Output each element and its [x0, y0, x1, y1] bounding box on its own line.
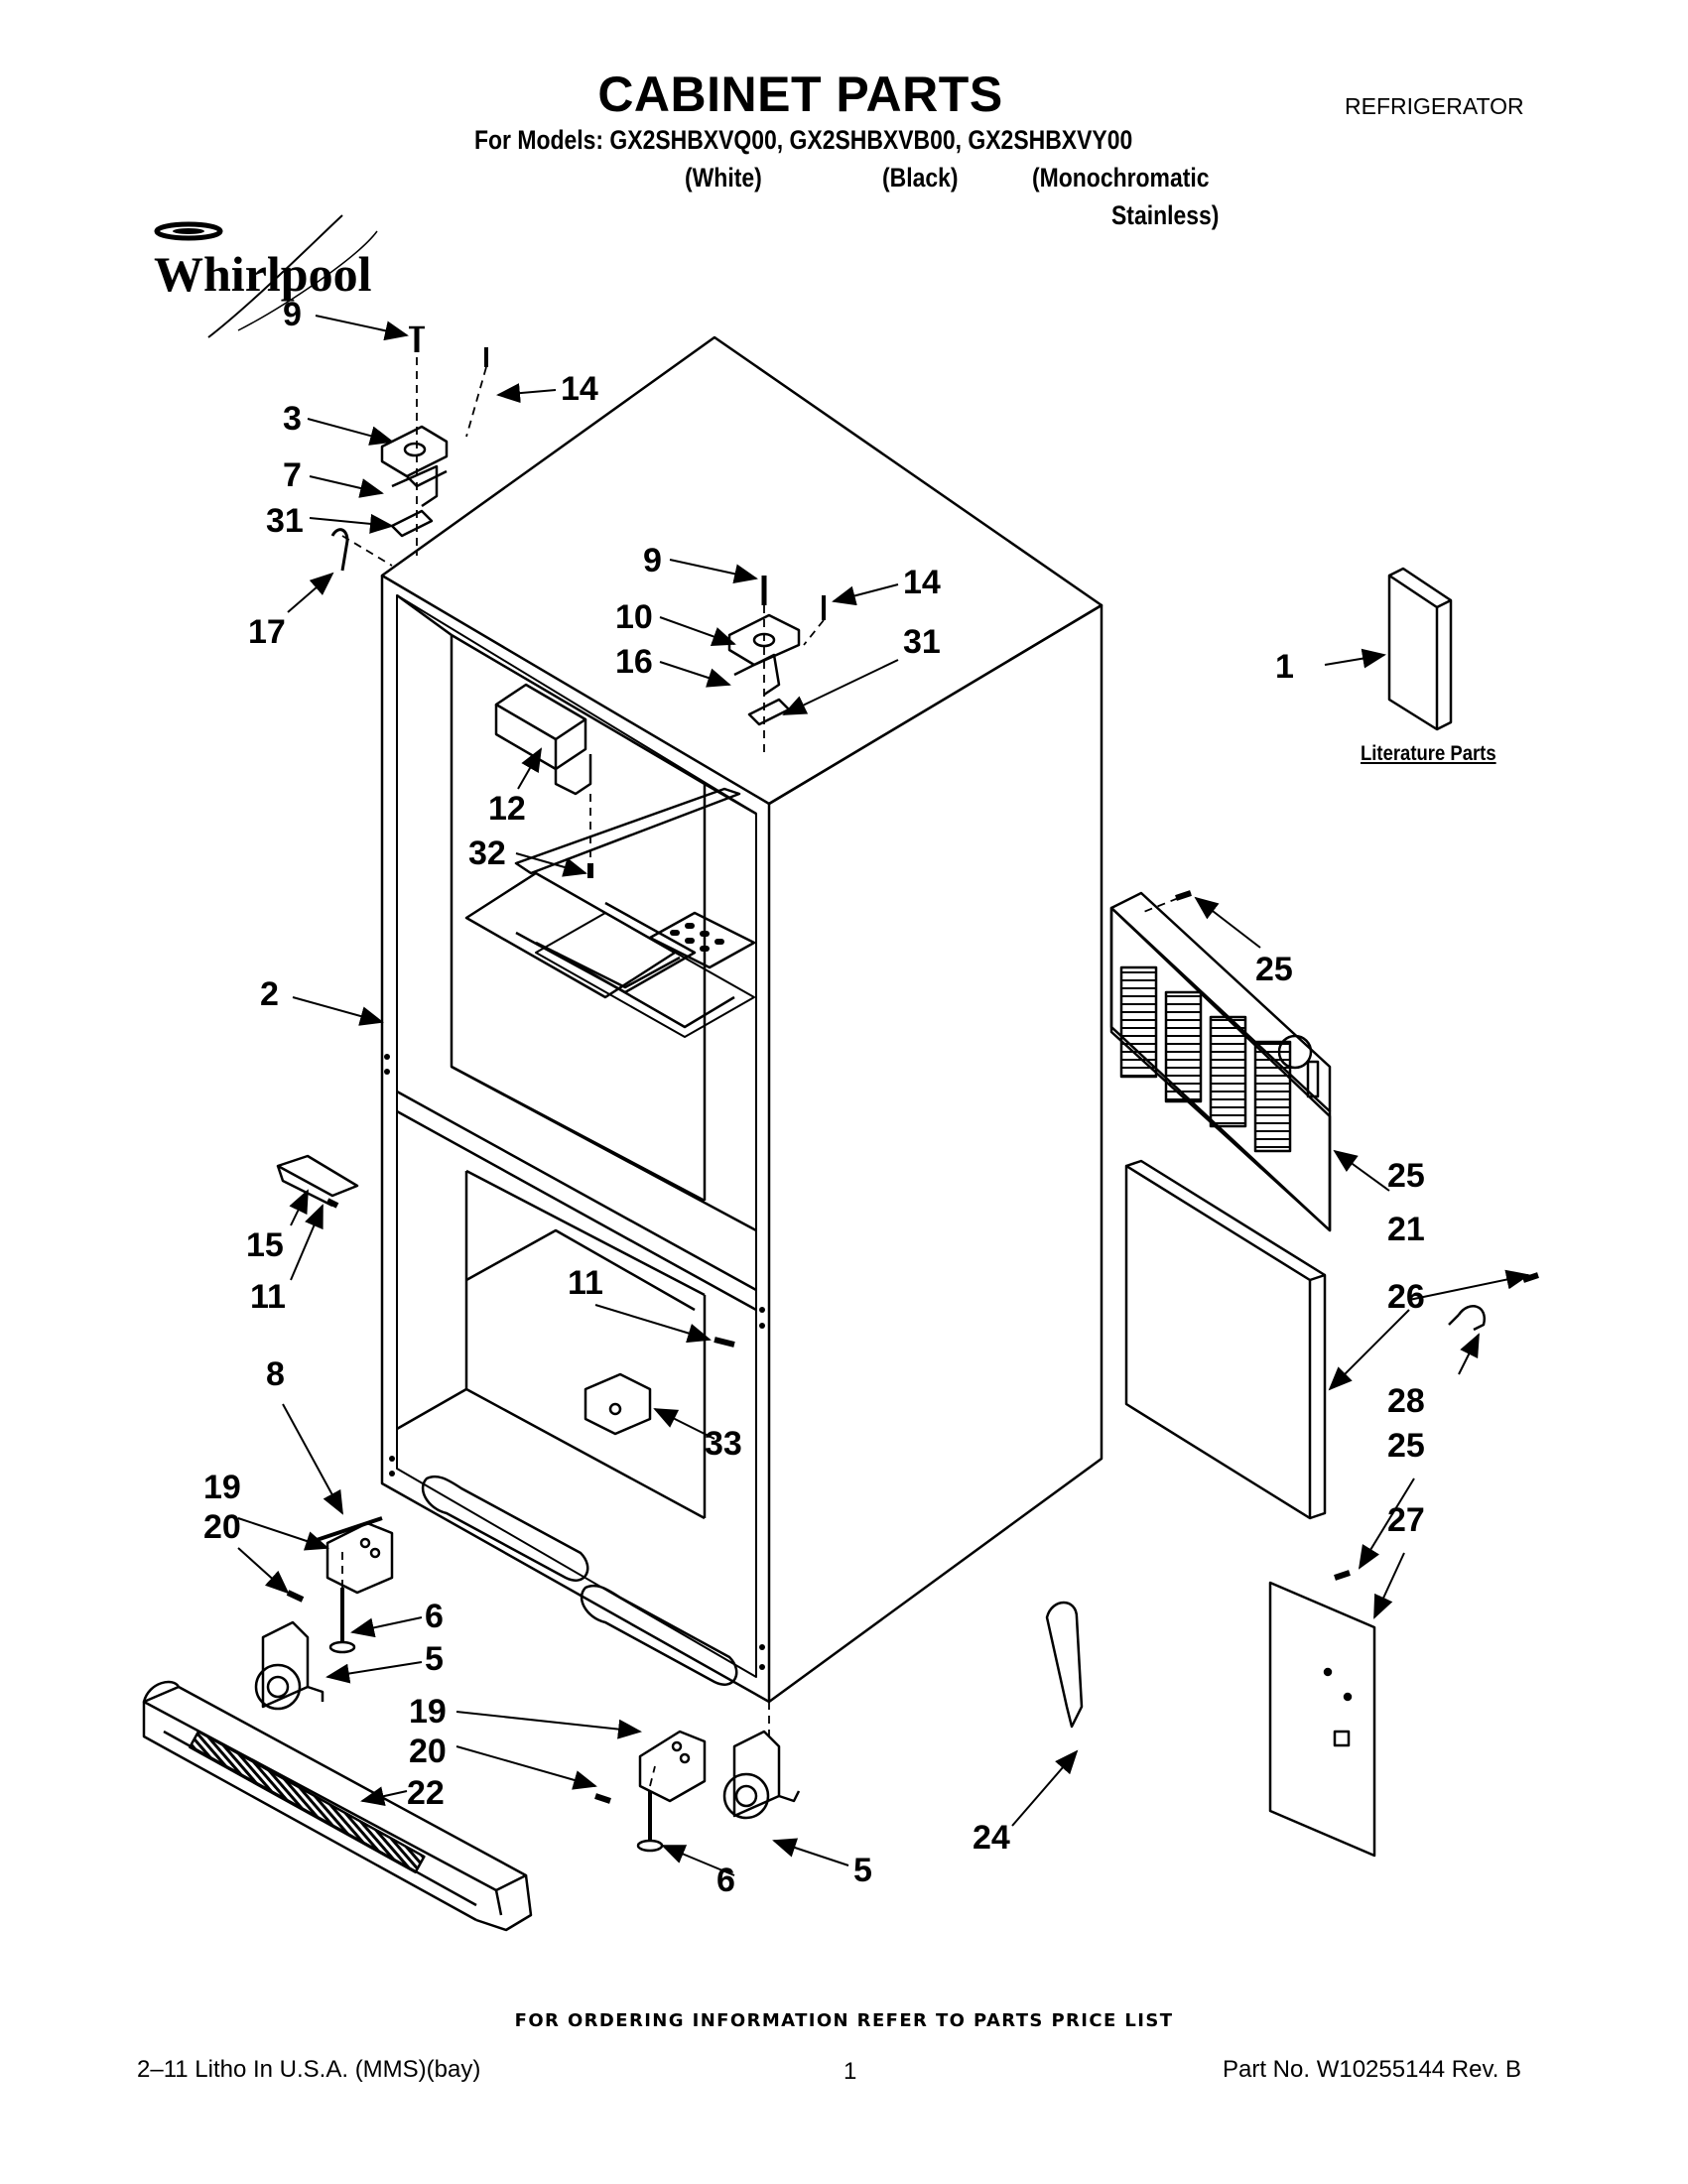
part-5-roller-left [254, 1620, 325, 1711]
callout-24: 24 [973, 1819, 1010, 1857]
callout-27: 27 [1387, 1501, 1425, 1539]
part-5-roller-right [722, 1730, 801, 1820]
part-1-literature [1387, 567, 1453, 731]
callout-3: 3 [283, 400, 302, 438]
top-hinge-left [380, 325, 488, 538]
callout-12: 12 [488, 790, 526, 828]
callout-9: 9 [283, 296, 302, 333]
callout-15: 15 [246, 1226, 284, 1264]
callout-5: 5 [425, 1640, 444, 1678]
callout-6: 6 [425, 1598, 444, 1635]
part-28-clamp [1448, 1305, 1487, 1332]
callout-11: 11 [568, 1264, 603, 1302]
part-24-wire [1045, 1601, 1084, 1729]
callout-25: 25 [1387, 1427, 1425, 1465]
callout-21: 21 [1387, 1211, 1425, 1248]
part-12-bracket [494, 683, 593, 878]
part-33-bracket [584, 1372, 652, 1436]
callout-33: 33 [705, 1425, 742, 1463]
callout-31: 31 [903, 623, 941, 661]
callout-20: 20 [409, 1733, 447, 1770]
callout-7: 7 [283, 456, 302, 494]
part-17 [330, 528, 349, 572]
callout-20: 20 [203, 1508, 241, 1546]
callout-17: 17 [248, 613, 286, 651]
callout-9: 9 [643, 542, 662, 579]
callout-11: 11 [250, 1278, 286, 1316]
product-category: REFRIGERATOR [1345, 93, 1524, 119]
logo-wordmark: Whirlpool [154, 246, 372, 302]
callout-14: 14 [561, 370, 598, 408]
callout-25: 25 [1387, 1157, 1425, 1195]
part-19-bracket-right [638, 1730, 707, 1803]
litho-info: 2–11 Litho In U.S.A. (MMS)(bay) [137, 2056, 481, 2083]
callout-19: 19 [203, 1469, 241, 1506]
variant-stainless: Stainless) [1111, 200, 1220, 230]
callout-5: 5 [853, 1852, 872, 1889]
variant-monochromatic: (Monochromatic [1032, 163, 1210, 193]
refrigerator-cabinet [380, 335, 1104, 1704]
ordering-note: FOR ORDERING INFORMATION REFER TO PARTS … [514, 2010, 1174, 2031]
part-27-cover-plate [1268, 1581, 1376, 1858]
part-21-access-panel [1109, 891, 1332, 1232]
callout-32: 32 [468, 835, 506, 872]
callout-8: 8 [266, 1355, 285, 1393]
part-number: Part No. W10255144 Rev. B [1223, 2056, 1522, 2083]
variant-black: (Black) [882, 163, 959, 193]
page-title: CABINET PARTS [597, 66, 1003, 122]
models-line: For Models: GX2SHBXVQ00, GX2SHBXVB00, GX… [474, 125, 1133, 155]
callout-31: 31 [266, 502, 304, 540]
part-22-toe-grille [142, 1680, 533, 1932]
callout-6: 6 [716, 1862, 735, 1899]
whirlpool-logo: Whirlpool [154, 214, 378, 338]
page-number: 1 [844, 2058, 857, 2085]
callout-26: 26 [1387, 1278, 1425, 1316]
callout-16: 16 [615, 643, 653, 681]
callout-19: 19 [409, 1693, 447, 1731]
part-26-rear-panel [1124, 1159, 1327, 1520]
literature-parts-label: Literature Parts [1361, 742, 1496, 765]
callout-22: 22 [407, 1774, 445, 1812]
callout-25: 25 [1255, 951, 1293, 988]
callout-10: 10 [615, 598, 653, 636]
callout-1: 1 [1275, 648, 1294, 686]
callout-28: 28 [1387, 1382, 1425, 1420]
callout-2: 2 [260, 975, 279, 1013]
variant-white: (White) [685, 163, 762, 193]
part-15-bracket [276, 1154, 359, 1208]
callout-14: 14 [903, 564, 941, 601]
